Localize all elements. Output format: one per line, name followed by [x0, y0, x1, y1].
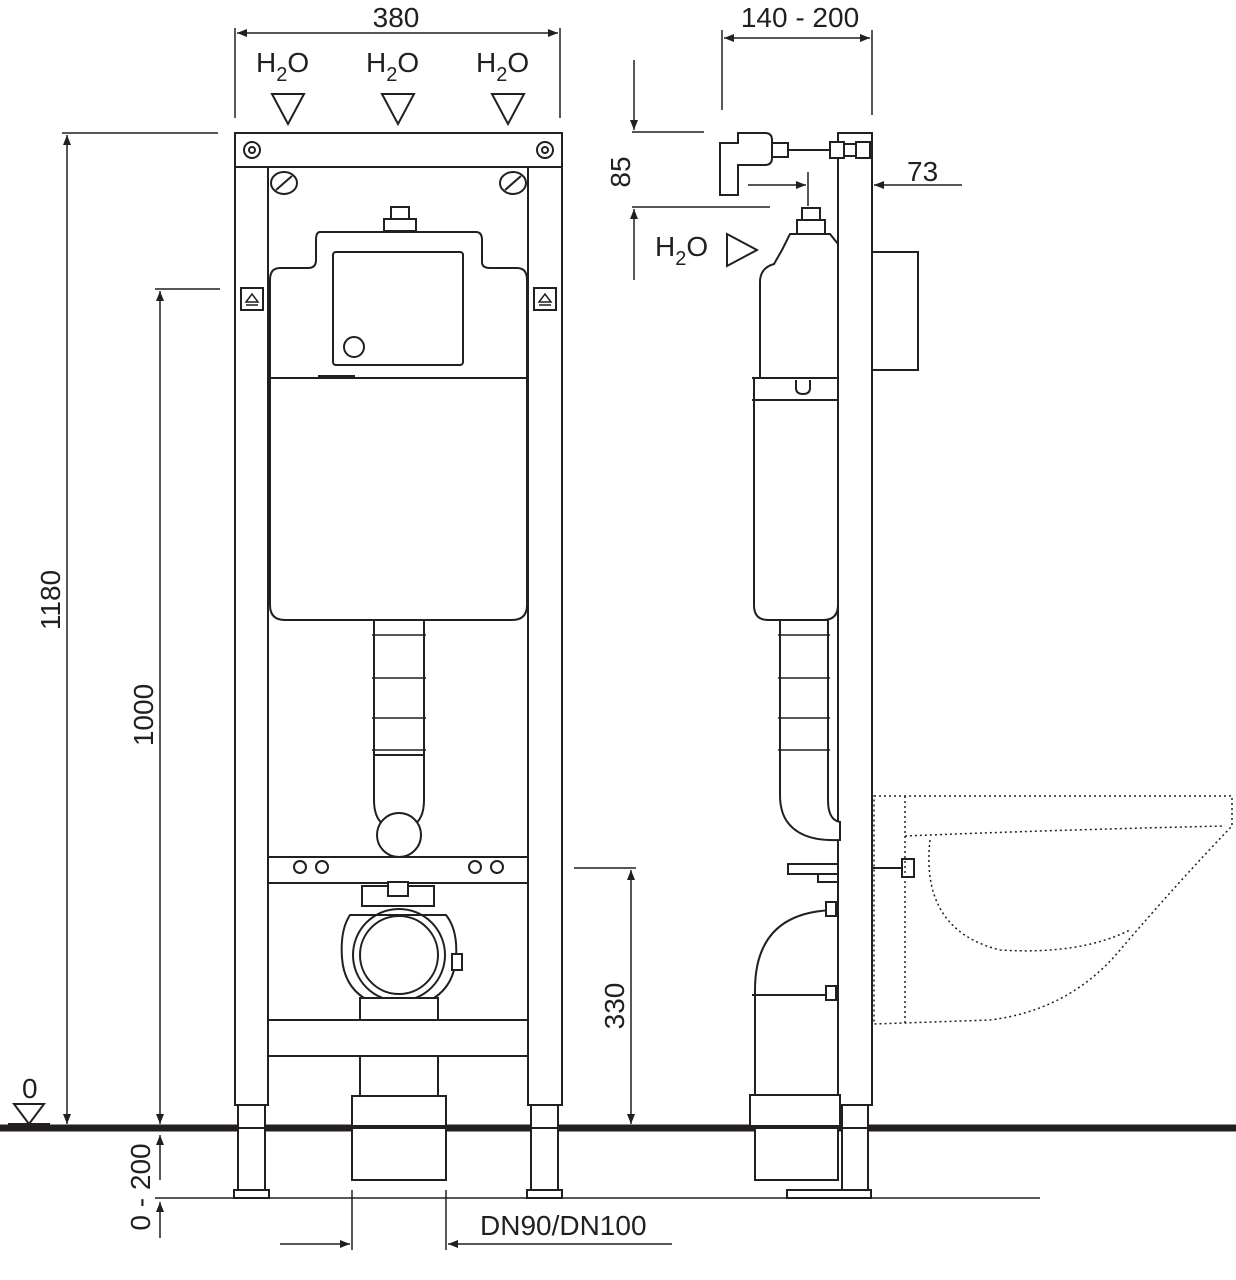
fixing-bar [267, 856, 529, 884]
dim-inlet-height: 85 [605, 156, 636, 187]
mount-slot-left [270, 171, 298, 195]
water-inlet-1: H2O [256, 47, 309, 127]
drain-connector [340, 914, 458, 999]
dim-leg-adjust: 0 - 200 [125, 1143, 156, 1230]
zero-level-label: 0 [22, 1073, 38, 1104]
front-view: H2O H2O H2O [233, 47, 563, 1199]
side-water-inlet: H2O [655, 231, 760, 270]
side-inlet-fitting [719, 132, 871, 196]
dim-actuator-height: 1000 [128, 684, 159, 746]
side-view: H2O [655, 132, 1233, 1199]
svg-text:H2O: H2O [476, 47, 529, 86]
leg-foot-left [237, 1104, 266, 1129]
cistern-inlet-valve [390, 206, 410, 220]
side-flush-pipe [779, 619, 841, 842]
frame-top-bar [234, 132, 563, 168]
svg-text:H2O: H2O [655, 231, 708, 270]
dim-total-height: 1180 [35, 570, 66, 630]
side-cistern [753, 233, 839, 621]
front-dimensions: 380 1180 1000 0 0 - 200 DN90/DN100 330 [8, 2, 1040, 1250]
cistern-upper [269, 231, 528, 379]
dim-fixing-height: 330 [599, 983, 630, 1030]
dim-depth-adjust: 140 - 200 [741, 2, 859, 33]
side-fixing-bolt [787, 863, 839, 875]
service-opening-hole [343, 336, 365, 358]
water-inlet-3: H2O [476, 47, 529, 127]
side-dimensions: 140 - 200 85 73 [605, 2, 962, 280]
side-drain-elbow [754, 908, 839, 1096]
lower-bar [267, 1019, 529, 1057]
drain-pipe [359, 1055, 439, 1097]
frame-leg-left [234, 166, 269, 1106]
mount-slot-right [499, 171, 527, 195]
zero-level-symbol [8, 1103, 50, 1126]
water-inlet-2: H2O [366, 47, 419, 127]
leg-foot-right [530, 1104, 559, 1129]
flush-pipe [373, 619, 425, 756]
side-valve [801, 207, 821, 221]
flush-pipe-outlet [376, 812, 422, 858]
toilet-bowl-outline [873, 795, 1233, 1025]
bracket-right [533, 287, 557, 311]
frame-screw-left [243, 141, 261, 159]
bracket-left [240, 287, 264, 311]
cistern-lower [269, 377, 528, 621]
dim-drain: DN90/DN100 [480, 1210, 647, 1241]
frame-leg-right [527, 166, 563, 1106]
frame-screw-right [536, 141, 554, 159]
svg-text:H2O: H2O [256, 47, 309, 86]
dim-width-front: 380 [373, 2, 420, 33]
side-frame-post [837, 132, 873, 1106]
actuator-plate [871, 251, 919, 371]
svg-text:H2O: H2O [366, 47, 419, 86]
service-opening [332, 251, 464, 366]
dim-wall-offset: 73 [907, 156, 938, 187]
